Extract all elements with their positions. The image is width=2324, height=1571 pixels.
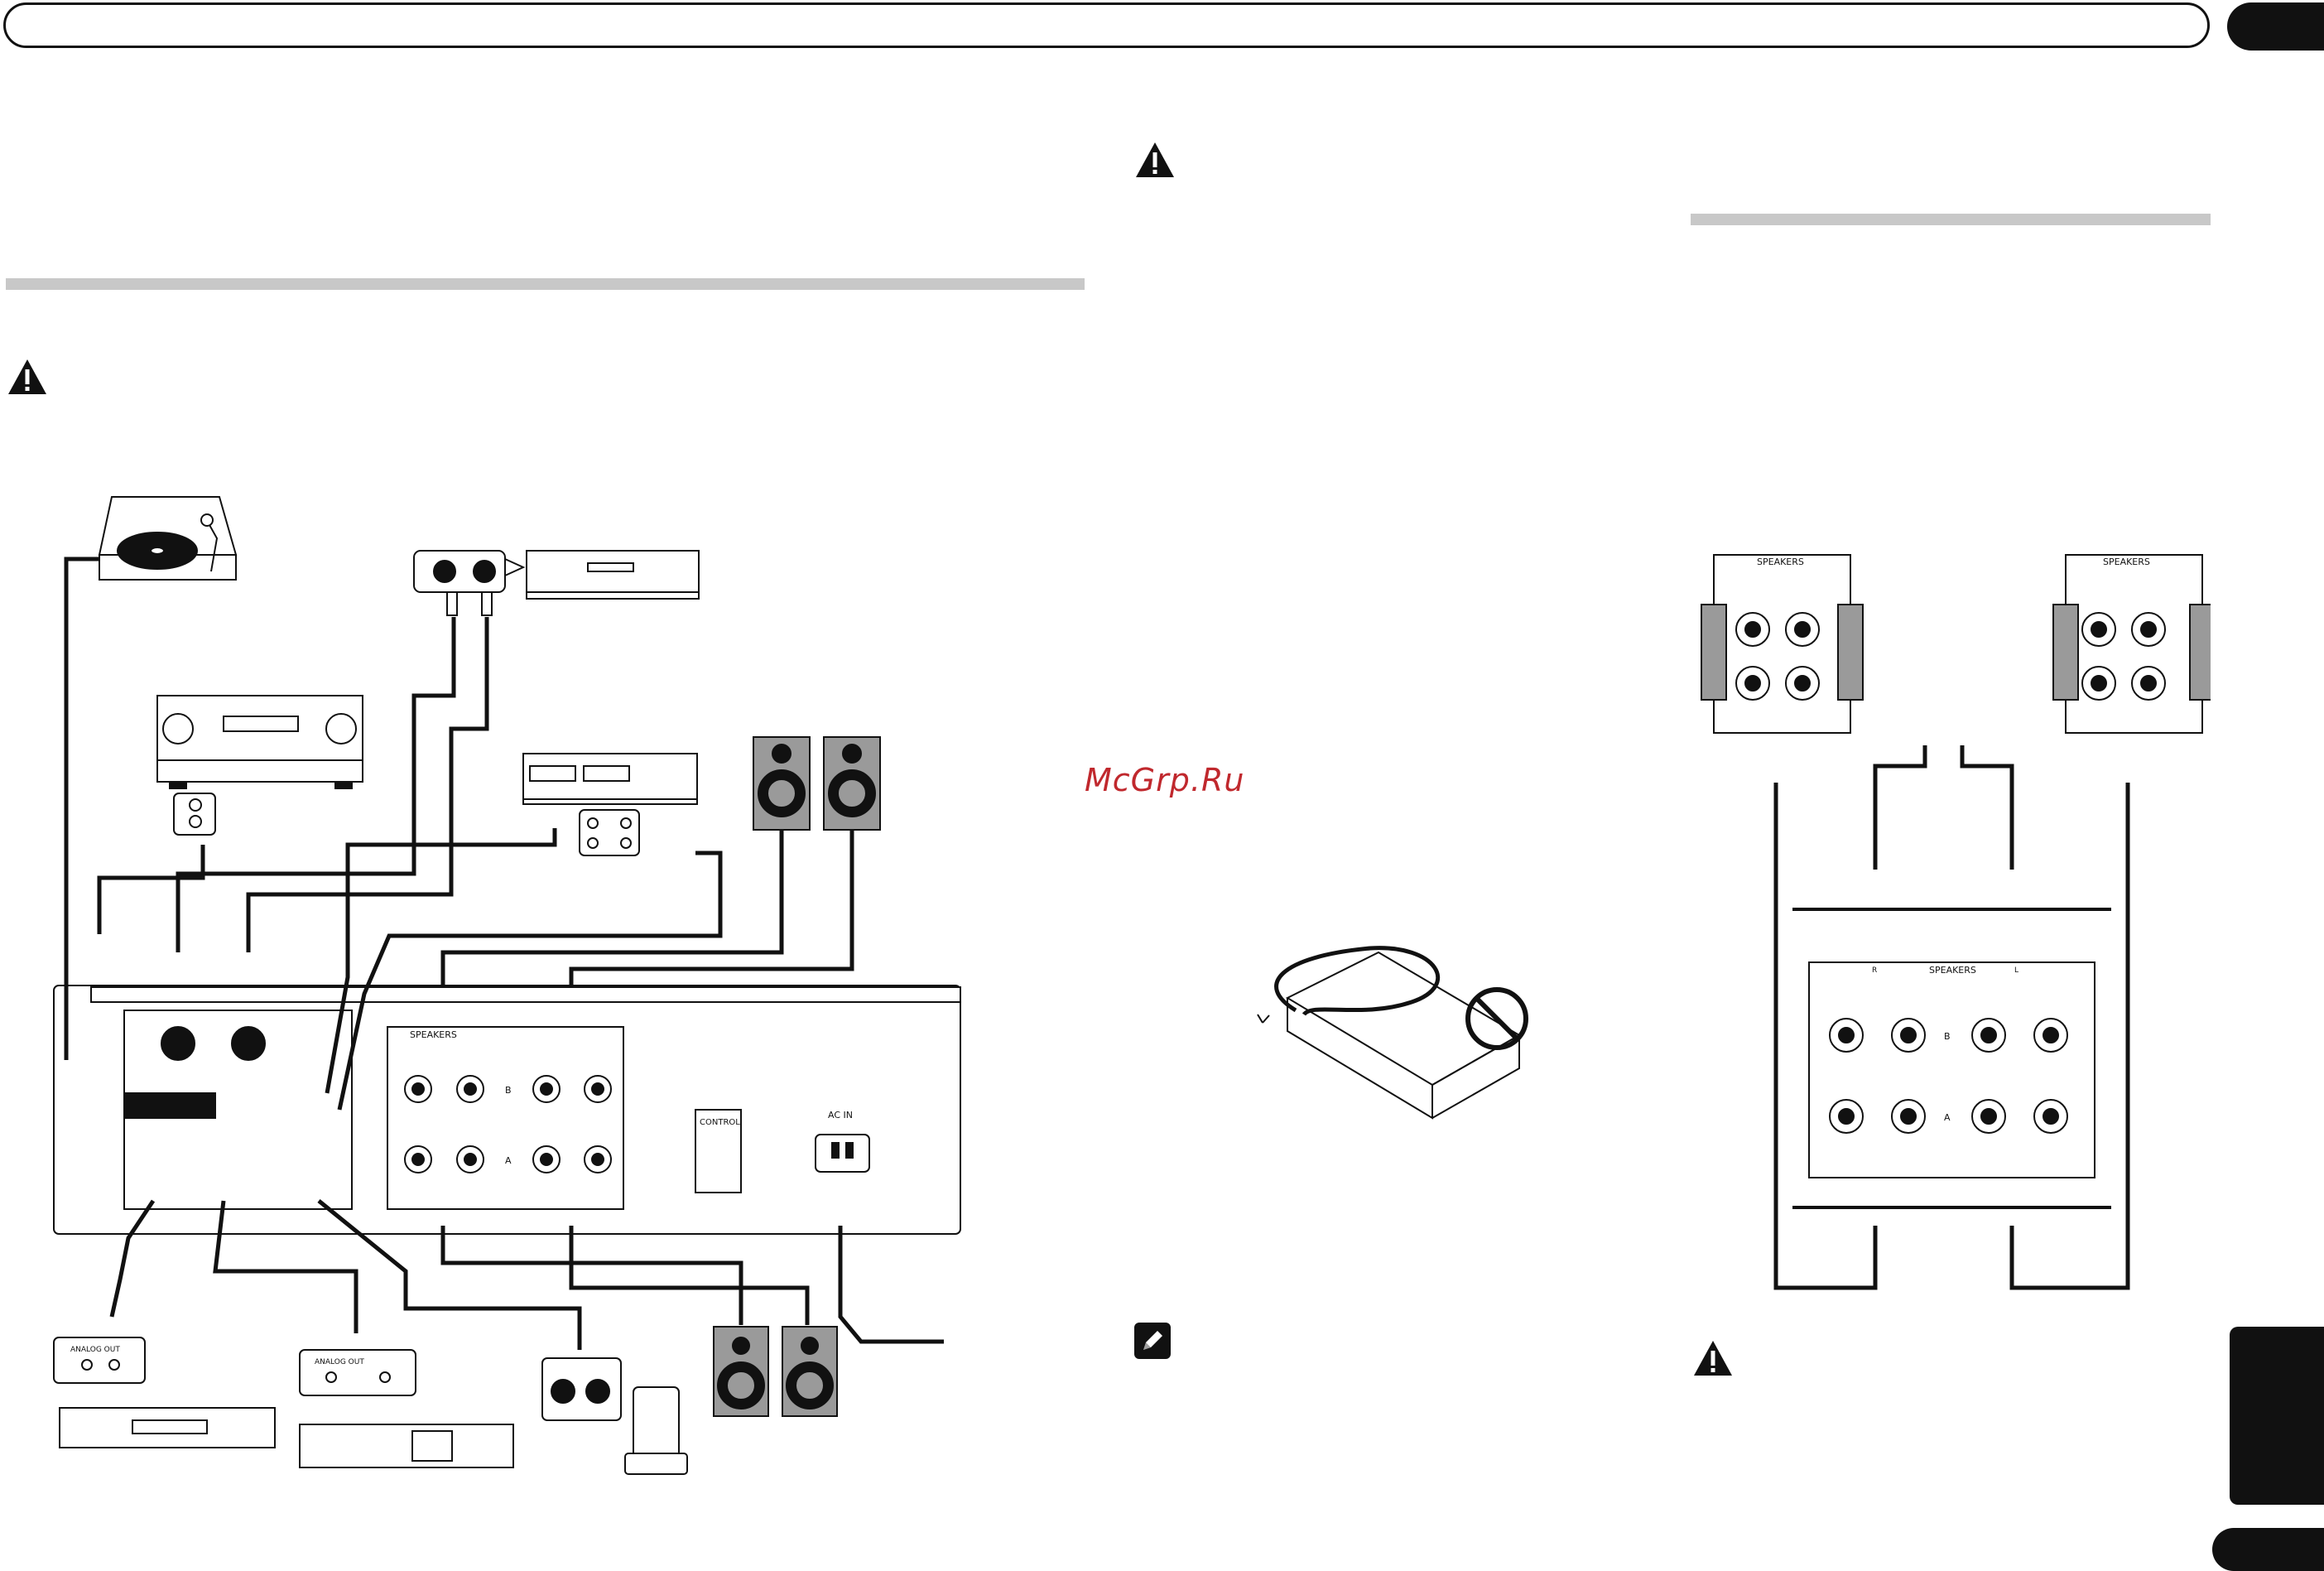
speaker-pair-top bbox=[753, 736, 881, 831]
wiring-l-label: L bbox=[2014, 966, 2018, 975]
watermark-text: McGrp.Ru bbox=[1085, 762, 1245, 798]
av-receiver-illustration bbox=[156, 695, 363, 836]
caution-icon bbox=[1694, 1341, 1732, 1376]
amp-control-label: CONTROL bbox=[700, 1118, 740, 1127]
speaker-wiring-diagram: SPEAKERS R L B A bbox=[1773, 745, 2130, 1290]
wiring-r-label: R bbox=[1872, 966, 1877, 975]
wiring-a-label: A bbox=[1944, 1112, 1951, 1123]
amp-b-label: B bbox=[505, 1085, 512, 1096]
terminal-speakers-label-right: SPEAKERS bbox=[2103, 557, 2150, 567]
caution-icon bbox=[8, 359, 46, 394]
cd-player-illustration bbox=[53, 1337, 276, 1448]
section-rule-right bbox=[1691, 214, 2211, 225]
wiring-speakers-label: SPEAKERS bbox=[1929, 965, 1976, 976]
xlr-r-label: R bbox=[174, 1054, 179, 1063]
language-side-tab bbox=[2230, 1327, 2324, 1505]
turntable-illustration bbox=[98, 496, 238, 581]
note-pencil-icon bbox=[1134, 1323, 1171, 1359]
amplifier-rear-panel bbox=[53, 985, 961, 1235]
network-player-illustration bbox=[299, 1349, 514, 1468]
amp-a-label: A bbox=[505, 1155, 512, 1166]
caution-icon bbox=[1136, 142, 1174, 177]
wiring-b-label: B bbox=[1944, 1031, 1951, 1042]
xlr-l-label: L bbox=[245, 1054, 249, 1063]
terminal-speakers-label-left: SPEAKERS bbox=[1757, 557, 1804, 567]
amp-ac-in-label: AC IN bbox=[828, 1110, 853, 1120]
page-number-tab bbox=[2212, 1528, 2324, 1571]
header-bar bbox=[3, 2, 2210, 48]
cd-analog-out-label: ANALOG OUT bbox=[70, 1346, 120, 1354]
cassette-deck-illustration bbox=[522, 753, 698, 856]
amp-speakers-label: SPEAKERS bbox=[410, 1029, 457, 1040]
xlr-source-device bbox=[413, 550, 700, 616]
header-tab bbox=[2227, 2, 2324, 51]
cable-coil-prohibited-illustration bbox=[1257, 946, 1528, 1120]
connection-diagram: SPEAKERS CONTROL AC IN ANALOG OUT ANALOG… bbox=[53, 496, 961, 1475]
speaker-terminal-detail: SPEAKERS SPEAKERS bbox=[1701, 554, 2211, 734]
net-analog-out-label: ANALOG OUT bbox=[315, 1358, 364, 1366]
ipod-dock-illustration bbox=[541, 1357, 688, 1475]
section-rule-left bbox=[6, 278, 1085, 290]
speaker-pair-bottom bbox=[713, 1326, 838, 1417]
